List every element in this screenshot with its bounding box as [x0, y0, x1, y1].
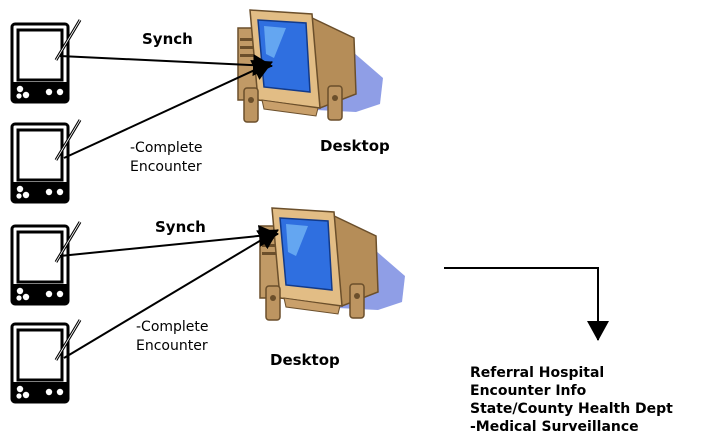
synch-arrow-bottom-2	[63, 229, 279, 359]
destination-item: Referral Hospital	[470, 365, 605, 381]
destination-item: Encounter Info	[470, 383, 587, 399]
connector-arrow-to-referral	[444, 267, 609, 341]
desktop-computer-bottom	[259, 207, 406, 321]
handheld-device-3	[10, 220, 82, 306]
destination-item: -Medical Surveillance	[470, 419, 639, 435]
encounter-label-top-line2: Encounter	[130, 159, 202, 175]
synch-arrow-bottom-1	[59, 224, 279, 257]
encounter-label-top-line1: -Complete	[130, 140, 203, 156]
handheld-device-1	[10, 18, 82, 104]
destination-item: State/County Health Dept	[470, 401, 673, 417]
encounter-label-bottom: -Complete Encounter	[136, 318, 209, 356]
handheld-device-4	[10, 318, 82, 404]
encounter-label-top: -Complete Encounter	[130, 139, 203, 177]
synch-arrow-top-2	[63, 59, 273, 159]
handheld-device-2	[10, 118, 82, 204]
desktop-label-bottom: Desktop	[270, 351, 340, 369]
synch-label-bottom: Synch	[155, 218, 206, 236]
synch-arrow-top-1	[59, 54, 273, 77]
encounter-label-bottom-line2: Encounter	[136, 338, 208, 354]
encounter-label-bottom-line1: -Complete	[136, 319, 209, 335]
destination-list: Referral Hospital Encounter Info State/C…	[470, 364, 673, 436]
synch-label-top: Synch	[142, 30, 193, 48]
desktop-label-top: Desktop	[320, 137, 390, 155]
